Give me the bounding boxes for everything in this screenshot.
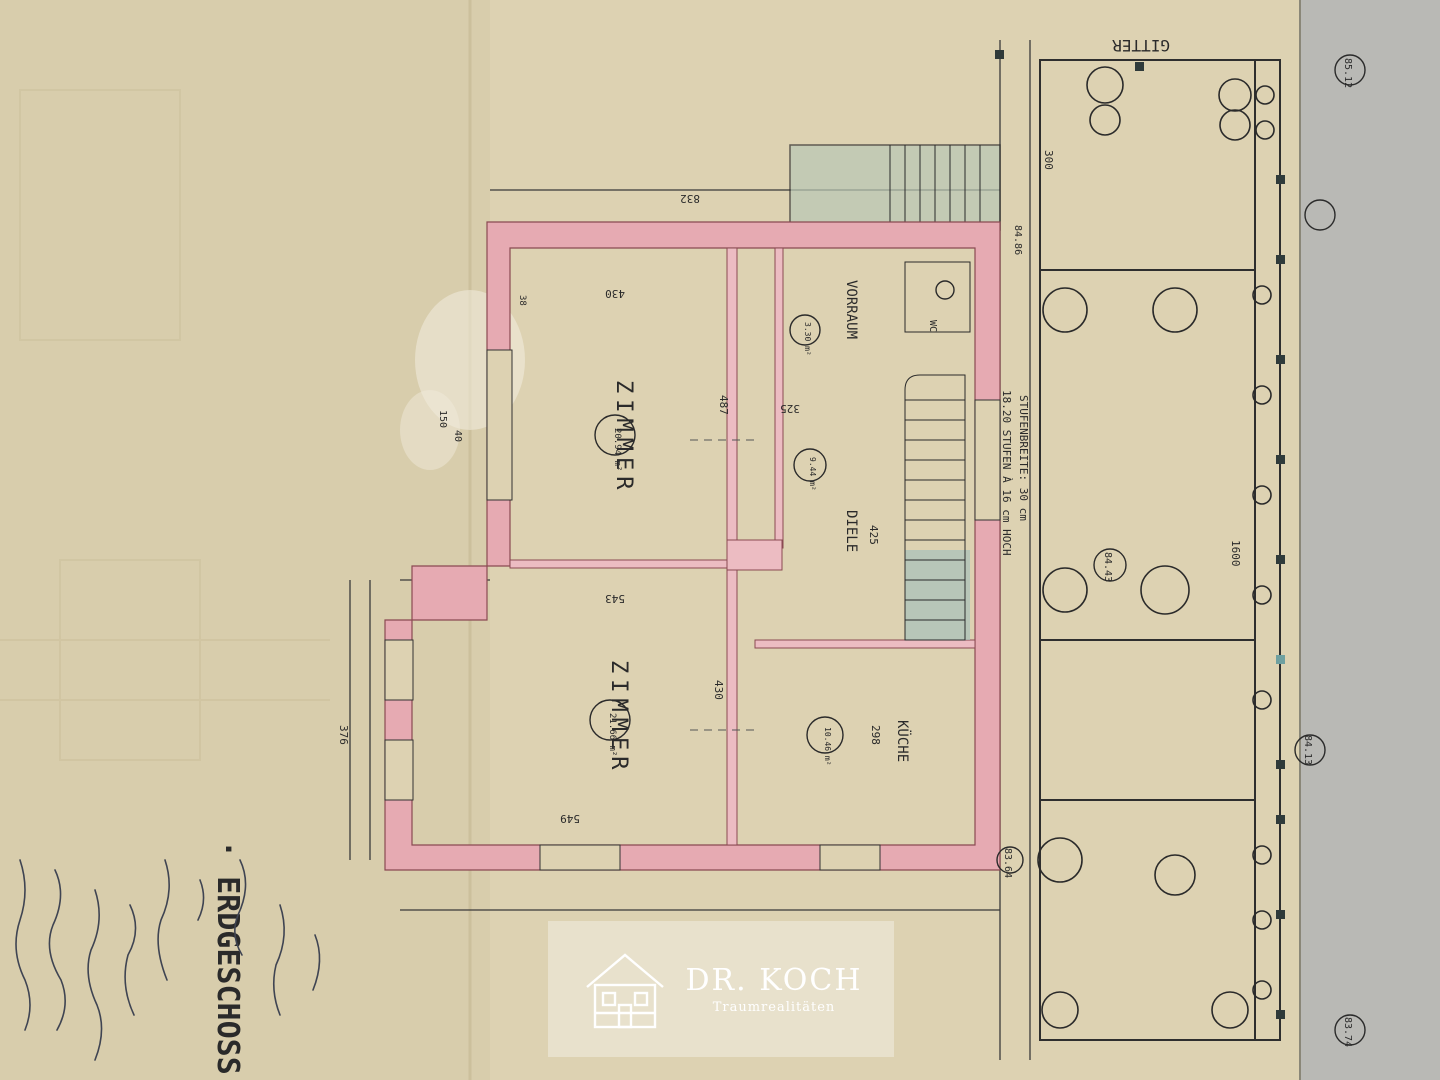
stairs-width-note: STUFENBREITE: 30 cm — [1017, 395, 1030, 521]
dim-side: 376 — [337, 725, 350, 745]
dim-diele-1: 325 — [780, 402, 800, 415]
level-84-13: 84.13 — [1302, 735, 1313, 765]
level-84-86: 84.86 — [1012, 225, 1023, 255]
room-name-kueche: KÜCHE — [894, 720, 912, 762]
plan-title: · ERDGESCHOSS · — [210, 840, 245, 1080]
watermark: DR. KOCH Traumrealitäten — [548, 921, 894, 1057]
dim-top: 832 — [680, 192, 700, 205]
dim-zimmer1-w: 430 — [605, 287, 625, 300]
level-85-12: 85.12 — [1342, 58, 1353, 88]
gitter-label: GITTER — [1112, 36, 1170, 55]
wc-label: WC — [927, 320, 938, 332]
dim-diele-2: 425 — [867, 525, 880, 545]
handwritten-notes — [15, 859, 321, 1061]
room-area-kueche: 10.46 m² — [823, 727, 832, 766]
dim-porch: 300 — [1042, 150, 1055, 170]
watermark-name: DR. KOCH — [685, 963, 863, 998]
dim-zimmer2-d: 430 — [712, 680, 725, 700]
room-name-diele: DIELE — [843, 510, 859, 552]
room-name-zimmer-1: ZIMMER — [611, 380, 636, 495]
dim-40: 40 — [452, 430, 463, 442]
stairs-note: 18.20 STUFEN À 16 cm HOCH — [1000, 390, 1013, 556]
room-name-vorraum: VORRAUM — [843, 280, 859, 339]
watermark-tagline: Traumrealitäten — [712, 1000, 836, 1015]
dim-zimmer2-w: 543 — [605, 592, 625, 605]
room-name-zimmer-2: ZIMMER — [606, 660, 631, 775]
room-area-diele: 9.44 m² — [808, 457, 817, 491]
room-area-zimmer-2: 21.66 m² — [607, 713, 617, 756]
dim-garden: 1600 — [1229, 540, 1242, 567]
level-83-74: 83.74 — [1342, 1017, 1353, 1047]
dim-bottom: 549 — [560, 812, 580, 825]
dim-wall: 38 — [517, 295, 527, 306]
dim-zimmer1-d: 487 — [717, 395, 730, 415]
level-84-43: 84.43 — [1102, 552, 1113, 582]
level-83-64: 83.64 — [1002, 848, 1013, 878]
house-logo-icon — [586, 953, 665, 1029]
room-area-vorraum: 3.30 m² — [803, 322, 812, 356]
room-area-zimmer-1: 20.94 m² — [612, 428, 622, 471]
dim-window: 150 — [437, 410, 448, 428]
dim-kueche: 298 — [869, 725, 882, 745]
